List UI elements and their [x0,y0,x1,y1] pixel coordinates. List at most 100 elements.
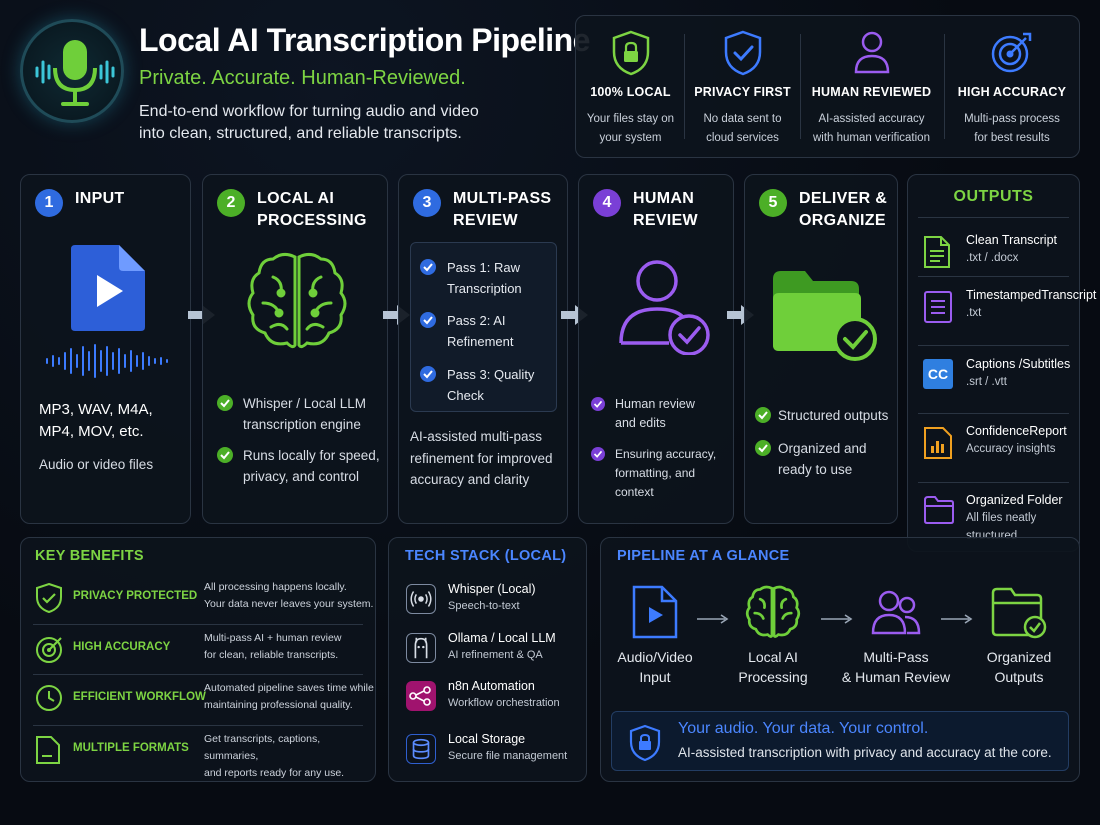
shield-check-icon [724,30,761,76]
glance-label-line: & Human Review [841,669,951,685]
glance-label-line: Outputs [994,669,1044,685]
glance-label-line: Processing [738,669,808,685]
feature-title: HIGH ACCURACY [957,85,1067,99]
output-title-line: Clean Transcript [966,233,1058,247]
step-processing: 2 LOCAL AI PROCESSING Whisper / Local LL… [202,174,388,524]
step-title: HUMAN REVIEW [633,188,698,232]
feature-desc-line: for best results [974,132,1050,144]
step-title: DELIVER & ORGANIZE [799,188,887,232]
page-description: End-to-end workflow for turning audio an… [139,101,559,145]
person-check-icon [619,260,710,355]
processing-item: Runs locally for speed, privacy, and con… [217,445,380,487]
tech-sub: AI refinement & QA [448,649,543,661]
item-line: Runs locally for speed, [243,448,380,463]
check-circle-icon [217,395,233,411]
tech-whisper: Whisper (Local) Speech-to-text [406,580,581,624]
play-file-icon [632,585,678,639]
glance-label-line: Multi-Pass [863,649,929,665]
output-sub: .txt / .docx [966,252,1019,264]
step-number: 2 [217,189,245,217]
step-title-line: HUMAN [633,190,695,207]
review-note: AI-assisted multi-pass refinement for im… [410,426,553,491]
feature-desc-line: Your files stay on [586,113,675,125]
step-title: MULTI-PASS REVIEW [453,188,551,232]
benefit-title: HIGH ACCURACY [73,641,171,653]
description-line: into clean, structured, and reliable tra… [139,125,462,142]
feature-desc: Multi-pass process for best results [948,110,1076,148]
item-line: transcription engine [243,417,361,432]
database-icon [406,734,436,764]
processing-item: Whisper / Local LLM transcription engine [217,393,366,435]
output-title-line: Report [1029,424,1067,438]
glance-label: Multi-Pass & Human Review [839,647,953,687]
pass-line: Pass 3: Quality [447,367,535,382]
check-circle-icon [420,366,436,382]
benefit-desc-line: All processing happens locally. [204,581,347,593]
benefit-privacy: PRIVACY PROTECTED All processing happens… [33,573,373,623]
item-line: Human review [615,397,695,411]
step-title-line: REVIEW [633,212,698,229]
feature-desc-line: cloud services [706,132,779,144]
lock-shield-icon [612,30,649,76]
benefit-accuracy: HIGH ACCURACY Multi-pass AI + human revi… [33,624,369,674]
description-line: End-to-end workflow for turning audio an… [139,103,479,120]
item-line: ready to use [778,462,853,477]
step-title-line: ORGANIZE [799,212,886,229]
cc-icon: CC [923,359,953,389]
feature-desc-line: Multi-pass process [964,113,1060,125]
check-circle-icon [420,259,436,275]
output-sub: All files neatly [966,512,1037,524]
video-file-icon [71,245,145,331]
input-note: Audio or video files [39,457,154,472]
step-number: 5 [759,189,787,217]
microphone-icon [35,40,115,106]
pass-line: Transcription [447,281,522,296]
folder-check-icon [773,271,877,361]
audio-waves-icon [406,584,436,614]
step-title: LOCAL AI PROCESSING [257,188,367,232]
tech-local-storage: Local Storage Secure file management [406,730,581,774]
divider [33,624,363,625]
tech-title: Ollama / Local LLM [448,631,556,645]
brain-icon [247,252,347,349]
note-line: accuracy and clarity [410,472,530,487]
formats-line: MP3, WAV, M4A, [39,401,153,418]
benefit-desc-line: maintaining professional quality. [204,699,353,711]
item-line: Organized and [778,441,867,456]
banner-title: Your audio. Your data. Your control. [678,720,929,737]
deliver-item: Organized and ready to use [755,438,867,480]
outputs-title: OUTPUTS [953,188,1034,205]
arrow-right-icon [697,614,729,624]
tech-sub: Speech-to-text [448,600,520,612]
divider [918,276,1069,277]
benefit-desc-line: Get transcripts, captions, summaries, [204,733,321,762]
deliver-item-text: Structured outputs [755,405,888,426]
section-title: PIPELINE AT A GLANCE [617,548,790,564]
benefit-desc-line: Multi-pass AI + human review [204,632,342,644]
nodes-icon [406,681,436,711]
benefit-efficient-workflow: EFFICIENT WORKFLOW Automated pipeline sa… [33,674,374,724]
item-line: privacy, and control [243,469,360,484]
folder-icon [924,496,954,524]
page-title: Local AI Transcription Pipeline [139,22,590,58]
divider [33,725,363,726]
arrow-right-icon [941,614,973,624]
tech-title: n8n Automation [448,679,535,693]
step-title-line: REVIEW [453,212,518,229]
llama-icon [406,633,436,663]
note-line: refinement for improved [410,450,553,466]
app-logo [20,19,124,123]
benefit-desc-line: Your data never leaves your system. [204,598,374,610]
person-icon [854,31,889,74]
